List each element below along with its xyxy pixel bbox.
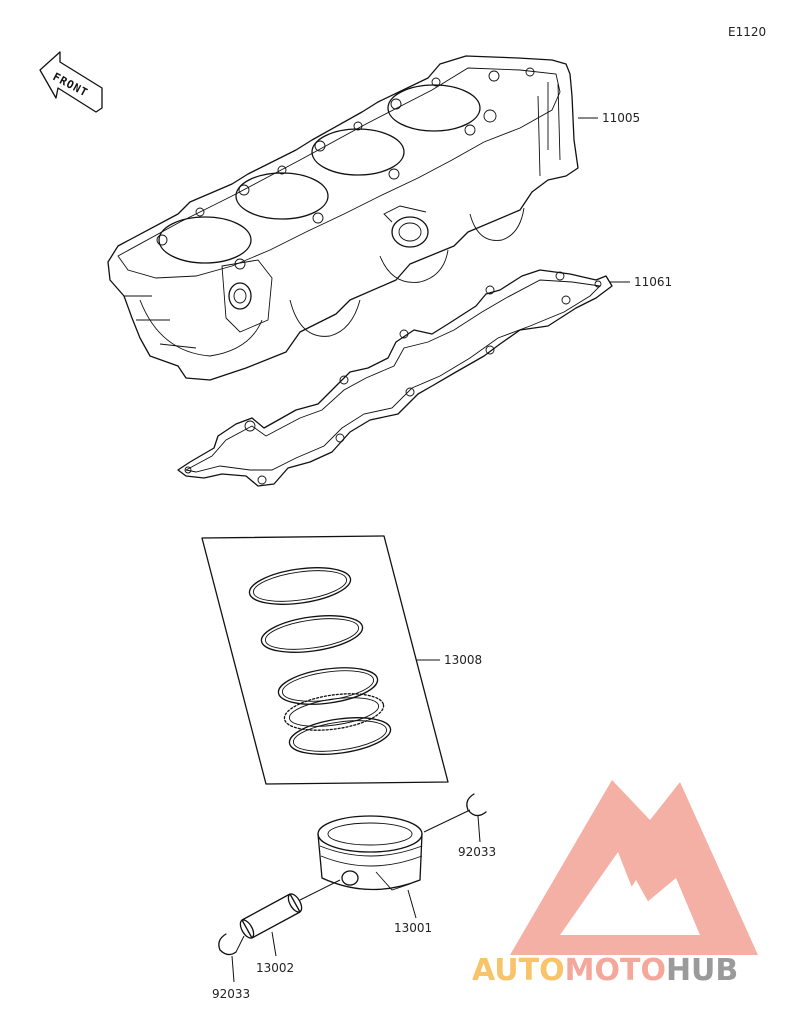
circlip-left-drawing xyxy=(218,933,237,956)
part-label-ring-set: 13008 xyxy=(444,653,482,667)
part-label-piston: 13001 xyxy=(394,921,432,935)
diagram-code: E1120 xyxy=(728,25,766,39)
leader-13002 xyxy=(271,931,277,957)
head-gasket-drawing xyxy=(177,269,613,487)
leader-piston-clip xyxy=(423,809,471,833)
piston-pin-drawing xyxy=(239,893,303,939)
leader-13001 xyxy=(407,889,417,919)
part-label-pin: 13002 xyxy=(256,961,294,975)
leader-pin-piston xyxy=(299,879,341,901)
logo-triangle-icon xyxy=(510,780,758,955)
part-label-gasket: 11061 xyxy=(634,275,672,289)
front-arrow-icon: FRONT xyxy=(39,51,103,113)
part-label-cylinder: 11005 xyxy=(602,111,640,125)
piston-ring-set-drawing xyxy=(201,535,449,785)
part-label-clip-left: 92033 xyxy=(212,987,250,1001)
automotohub-logo: AUTOMOTOHUB xyxy=(472,780,758,988)
part-label-clip-right: 92033 xyxy=(458,845,496,859)
piston-drawing xyxy=(317,815,423,891)
cylinder-block-drawing xyxy=(107,55,579,381)
leader-92033-right xyxy=(477,815,481,843)
leader-92033-left xyxy=(231,955,235,983)
logo-text: AUTOMOTOHUB xyxy=(472,953,738,988)
circlip-right-drawing xyxy=(466,793,487,817)
leader-clip-pin xyxy=(235,935,245,953)
